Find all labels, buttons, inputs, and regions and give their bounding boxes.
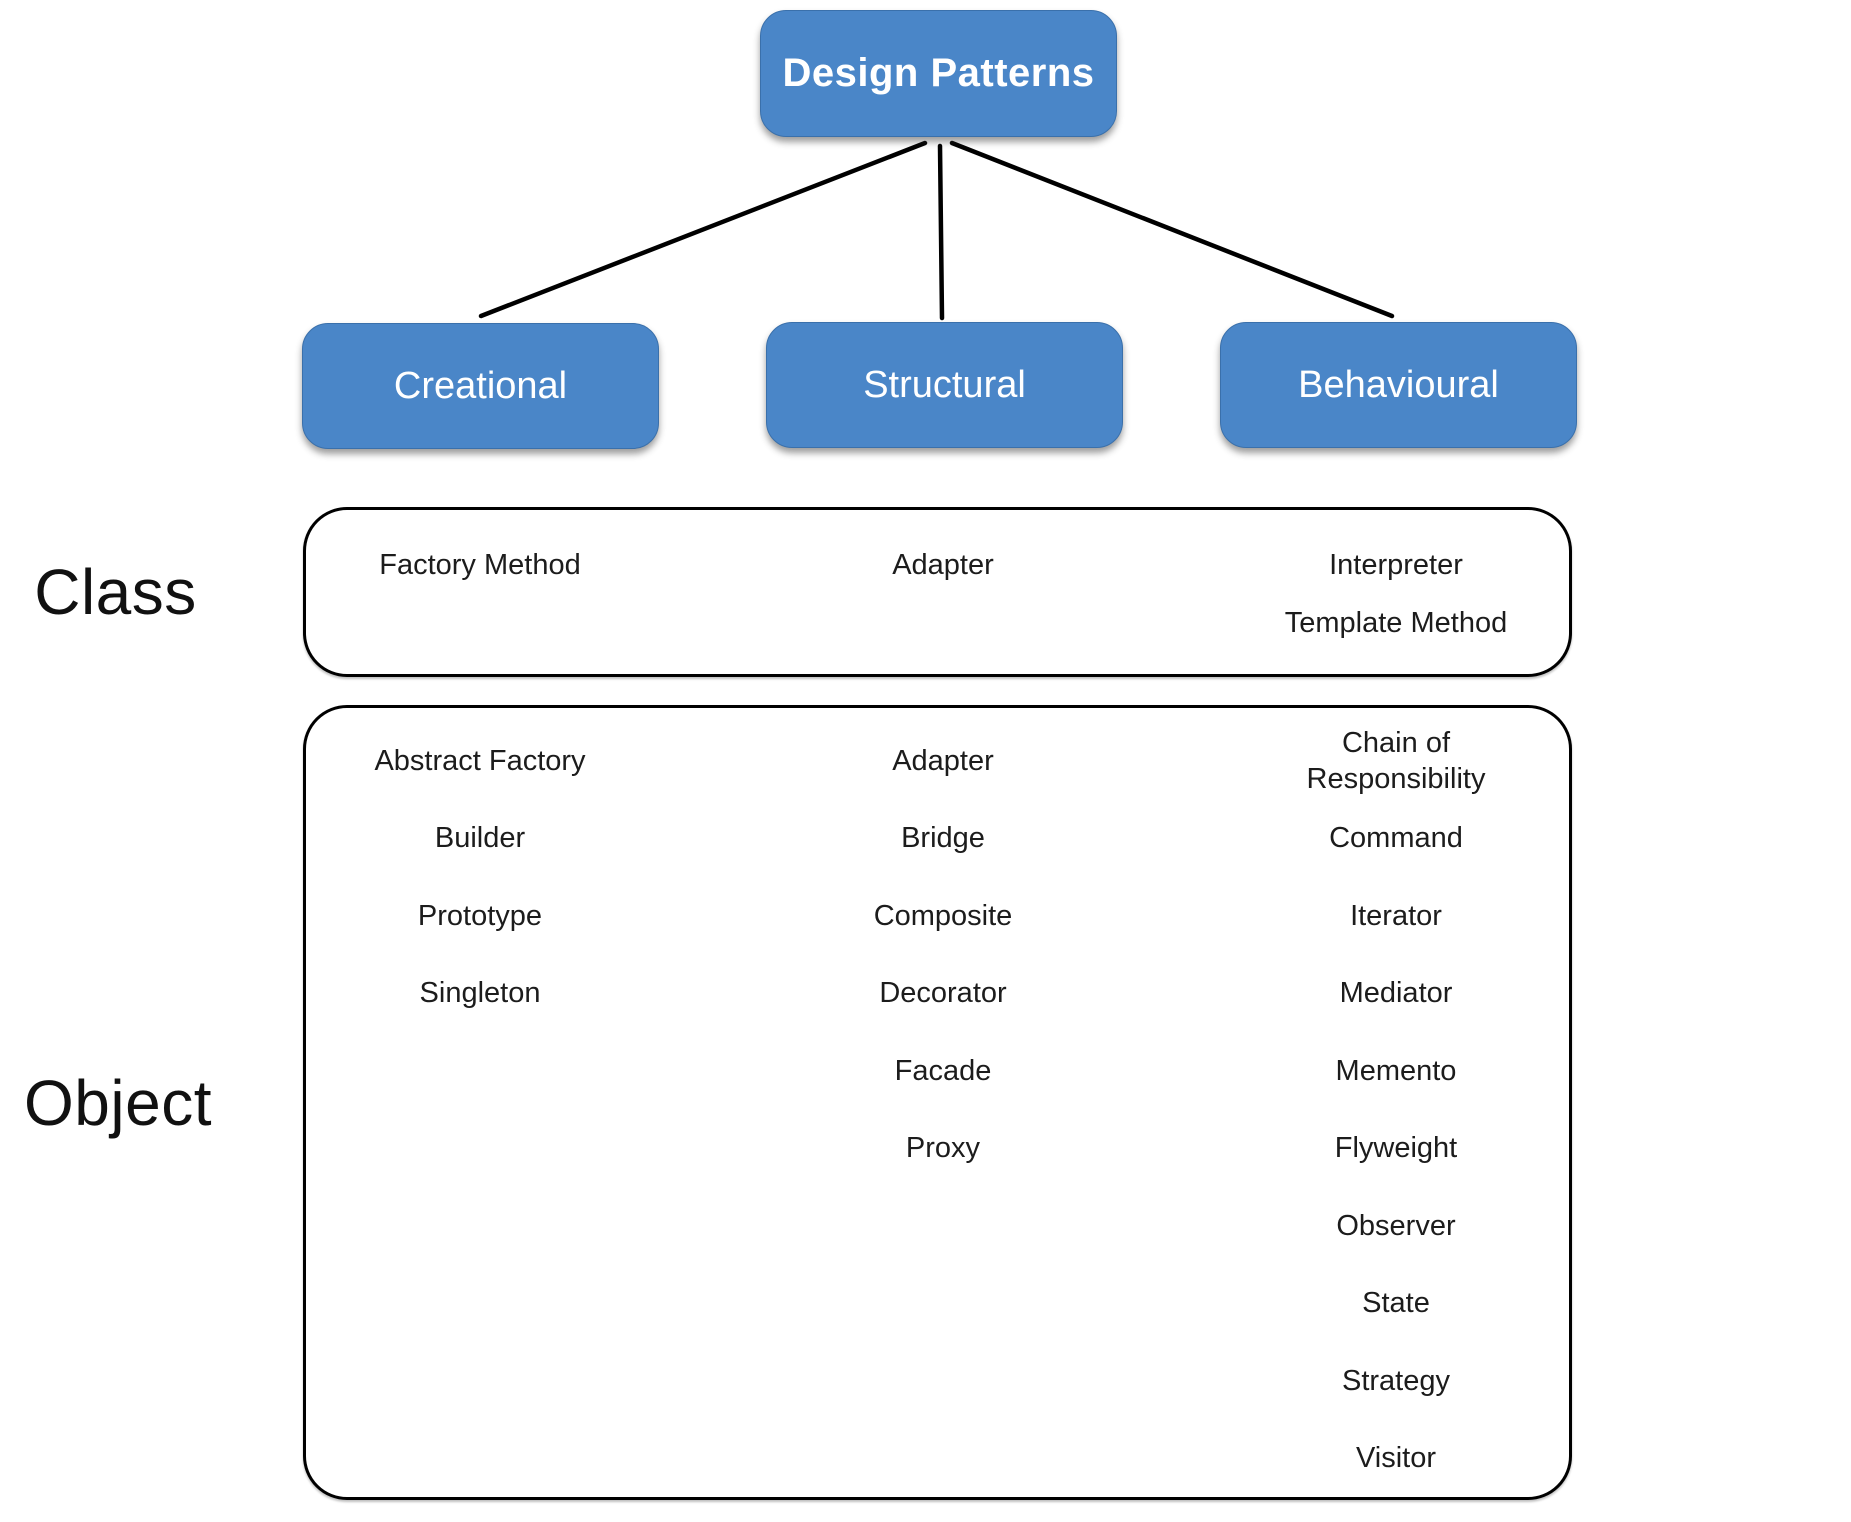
- node-design-patterns: Design Patterns: [760, 10, 1117, 137]
- edge-root-to-structural: [937, 143, 945, 321]
- pattern-bridge: Bridge: [901, 822, 985, 855]
- pattern-adapter-class: Adapter: [892, 549, 994, 581]
- pattern-prototype: Prototype: [417, 899, 543, 932]
- pattern-iterator: Iterator: [1350, 899, 1442, 932]
- pattern-observer: Observer: [1336, 1209, 1456, 1242]
- class-behavioural-column: Interpreter Template Method: [1216, 536, 1576, 652]
- class-structural-column: Adapter: [763, 536, 1123, 594]
- pattern-proxy: Proxy: [905, 1132, 981, 1165]
- object-row-box: Abstract Factory Builder Prototype Singl…: [303, 705, 1572, 1500]
- object-behavioural-column: Chain of Responsibility Command Iterator…: [1216, 722, 1576, 1497]
- pattern-abstract-factory: Abstract Factory: [374, 744, 586, 777]
- pattern-visitor: Visitor: [1355, 1442, 1437, 1475]
- pattern-factory-method: Factory Method: [379, 549, 581, 581]
- object-creational-column: Abstract Factory Builder Prototype Singl…: [300, 722, 660, 1032]
- pattern-chain-of-responsibility: Chain of Responsibility: [1306, 726, 1486, 795]
- pattern-command: Command: [1329, 822, 1463, 855]
- node-structural: Structural: [766, 322, 1123, 448]
- node-behavioural-label: Behavioural: [1298, 363, 1499, 406]
- pattern-interpreter: Interpreter: [1329, 549, 1463, 581]
- pattern-composite: Composite: [873, 899, 1013, 932]
- class-creational-column: Factory Method: [300, 536, 660, 594]
- edge-root-to-behavioural: [949, 140, 1395, 319]
- edge-root-to-creational: [478, 140, 928, 319]
- pattern-state: State: [1362, 1287, 1430, 1320]
- row-label-object: Object: [24, 1066, 212, 1139]
- pattern-adapter-object: Adapter: [892, 744, 994, 777]
- row-label-class: Class: [34, 556, 197, 628]
- pattern-memento: Memento: [1335, 1054, 1457, 1087]
- pattern-singleton: Singleton: [419, 977, 541, 1010]
- node-structural-label: Structural: [863, 363, 1026, 406]
- node-design-patterns-label: Design Patterns: [782, 51, 1095, 95]
- pattern-template-method: Template Method: [1284, 607, 1508, 639]
- pattern-facade: Facade: [894, 1054, 992, 1087]
- node-creational: Creational: [302, 323, 659, 449]
- object-structural-column: Adapter Bridge Composite Decorator Facad…: [763, 722, 1123, 1187]
- class-row-box: Factory Method Adapter Interpreter Templ…: [303, 507, 1572, 677]
- pattern-strategy: Strategy: [1342, 1364, 1450, 1397]
- pattern-decorator: Decorator: [879, 977, 1007, 1010]
- node-behavioural: Behavioural: [1220, 322, 1577, 448]
- pattern-mediator: Mediator: [1339, 977, 1453, 1010]
- pattern-builder: Builder: [434, 822, 526, 855]
- pattern-flyweight: Flyweight: [1334, 1132, 1458, 1165]
- node-creational-label: Creational: [393, 364, 568, 407]
